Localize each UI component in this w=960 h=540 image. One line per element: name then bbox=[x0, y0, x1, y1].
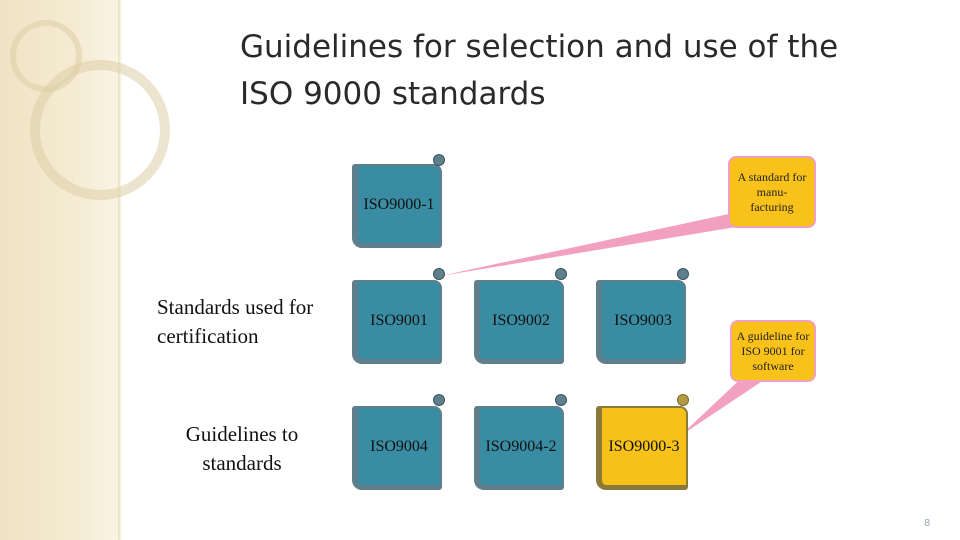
callout-manufacturing-text: A standard for manu- facturing bbox=[734, 170, 810, 215]
scroll-iso9003: ISO9003 bbox=[596, 280, 686, 364]
scroll-curl-icon bbox=[555, 268, 567, 280]
scroll-iso9000-1-label: ISO9000-1 bbox=[363, 196, 434, 214]
scroll-iso9000-3: ISO9000-3 bbox=[596, 406, 688, 490]
callout-manufacturing: A standard for manu- facturing bbox=[728, 156, 816, 228]
scroll-iso9002-label: ISO9002 bbox=[492, 312, 550, 330]
scroll-curl-icon bbox=[433, 154, 445, 166]
scroll-curl-icon bbox=[555, 394, 567, 406]
callout-software-text: A guideline for ISO 9001 for software bbox=[736, 329, 810, 374]
scroll-iso9004-2: ISO9004-2 bbox=[474, 406, 564, 490]
scroll-curl-icon bbox=[677, 394, 689, 406]
scroll-iso9001-label: ISO9001 bbox=[370, 312, 428, 330]
scroll-iso9000-3-label: ISO9000-3 bbox=[608, 438, 679, 456]
scroll-iso9004-label: ISO9004 bbox=[370, 438, 428, 456]
certification-row-label: Standards used for certification bbox=[157, 293, 327, 351]
scroll-iso9000-1: ISO9000-1 bbox=[352, 164, 442, 248]
scroll-iso9003-label: ISO9003 bbox=[614, 312, 672, 330]
manufacturing-callout-tail bbox=[440, 212, 742, 276]
decorative-ring-small bbox=[10, 20, 82, 92]
scroll-curl-icon bbox=[433, 268, 445, 280]
scroll-curl-icon bbox=[433, 394, 445, 406]
guidelines-row-label: Guidelines to standards bbox=[157, 420, 327, 478]
scroll-iso9004: ISO9004 bbox=[352, 406, 442, 490]
scroll-iso9002: ISO9002 bbox=[474, 280, 564, 364]
callout-software: A guideline for ISO 9001 for software bbox=[730, 320, 816, 382]
scroll-curl-icon bbox=[677, 268, 689, 280]
scroll-iso9001: ISO9001 bbox=[352, 280, 442, 364]
scroll-iso9004-2-label: ISO9004-2 bbox=[485, 438, 556, 456]
page-number: 8 bbox=[924, 518, 930, 529]
slide-title: Guidelines for selection and use of the … bbox=[240, 24, 860, 118]
